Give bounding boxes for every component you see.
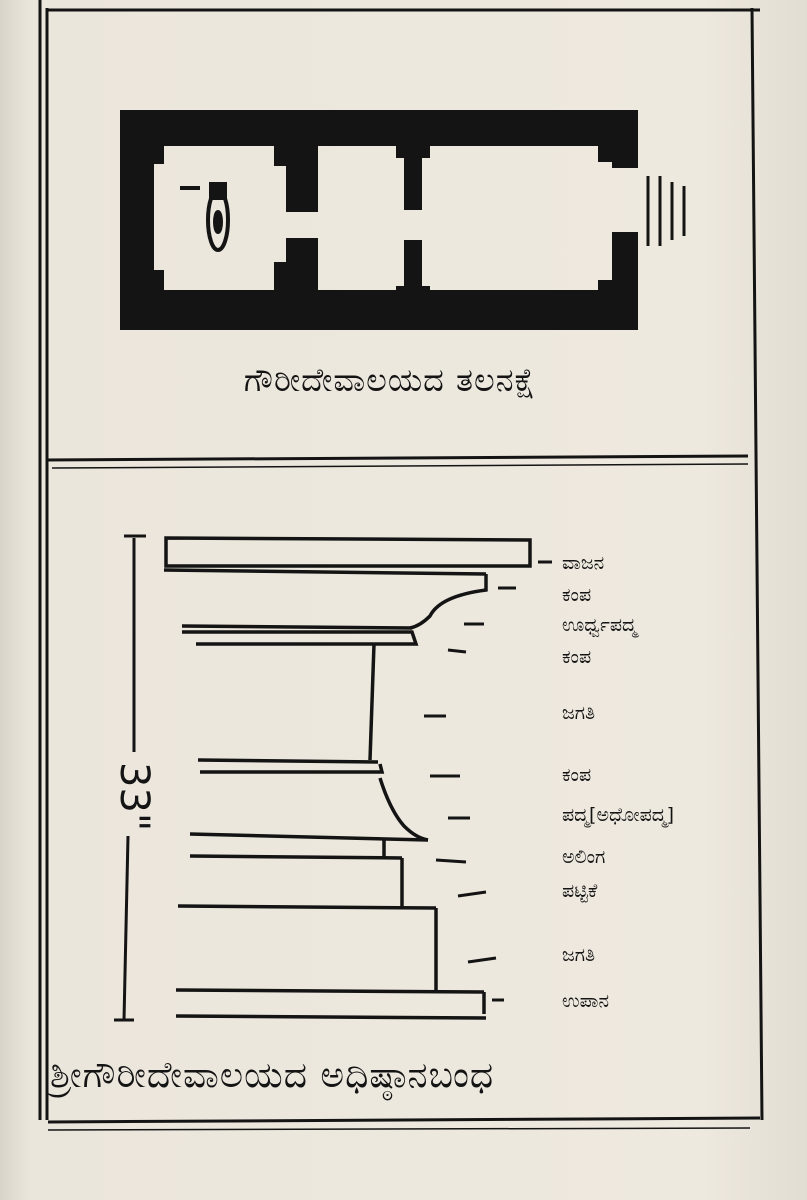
linga-symbol [206, 182, 230, 252]
adhishthana-title: ಶ್ರೀಗೌರೀದೇವಾಲಯದ ಅಧಿಷ್ಠಾನಬಂಧ [50, 1055, 495, 1096]
moulding-label-adho-padma: ಪದ್ಮ[ಅಧೋಪದ್ಮ] [562, 804, 675, 826]
moulding-label-urdhva-padma: ಊರ್ಧ್ವಪದ್ಮ [562, 614, 637, 636]
outer-frame [38, 0, 764, 1131]
moulding-label-kampa-mid: ಕಂಪ [562, 646, 592, 668]
adhishthana-profile [163, 536, 532, 1020]
moulding-label-jagati-upper: ಜಗತಿ [562, 702, 596, 724]
moulding-label-upana: ಉಪಾನ [562, 990, 610, 1012]
moulding-label-vajana: ವಾಜನ [562, 552, 605, 574]
moulding-label-kampa-lower: ಕಂಪ [562, 764, 592, 786]
leader-dashes [424, 560, 552, 1002]
moulding-label-kampa-upper: ಕಂಪ [562, 584, 592, 606]
ground-plan [120, 110, 638, 330]
height-dimension-label: 33" [111, 762, 157, 832]
moulding-label-jagati-lower: ಜಗತಿ [562, 944, 596, 966]
ground-plan-title: ಗೌರೀದೇವಾಲಯದ ತಲನಕ್ಷೆ [243, 361, 537, 399]
height-dimension-line [114, 534, 146, 1022]
moulding-label-pattike: ಪಟ್ಟಿಕೆ [562, 880, 598, 902]
moulding-label-alinga: ಅಲಿಂಗ [562, 846, 606, 868]
entrance-steps [646, 176, 686, 246]
